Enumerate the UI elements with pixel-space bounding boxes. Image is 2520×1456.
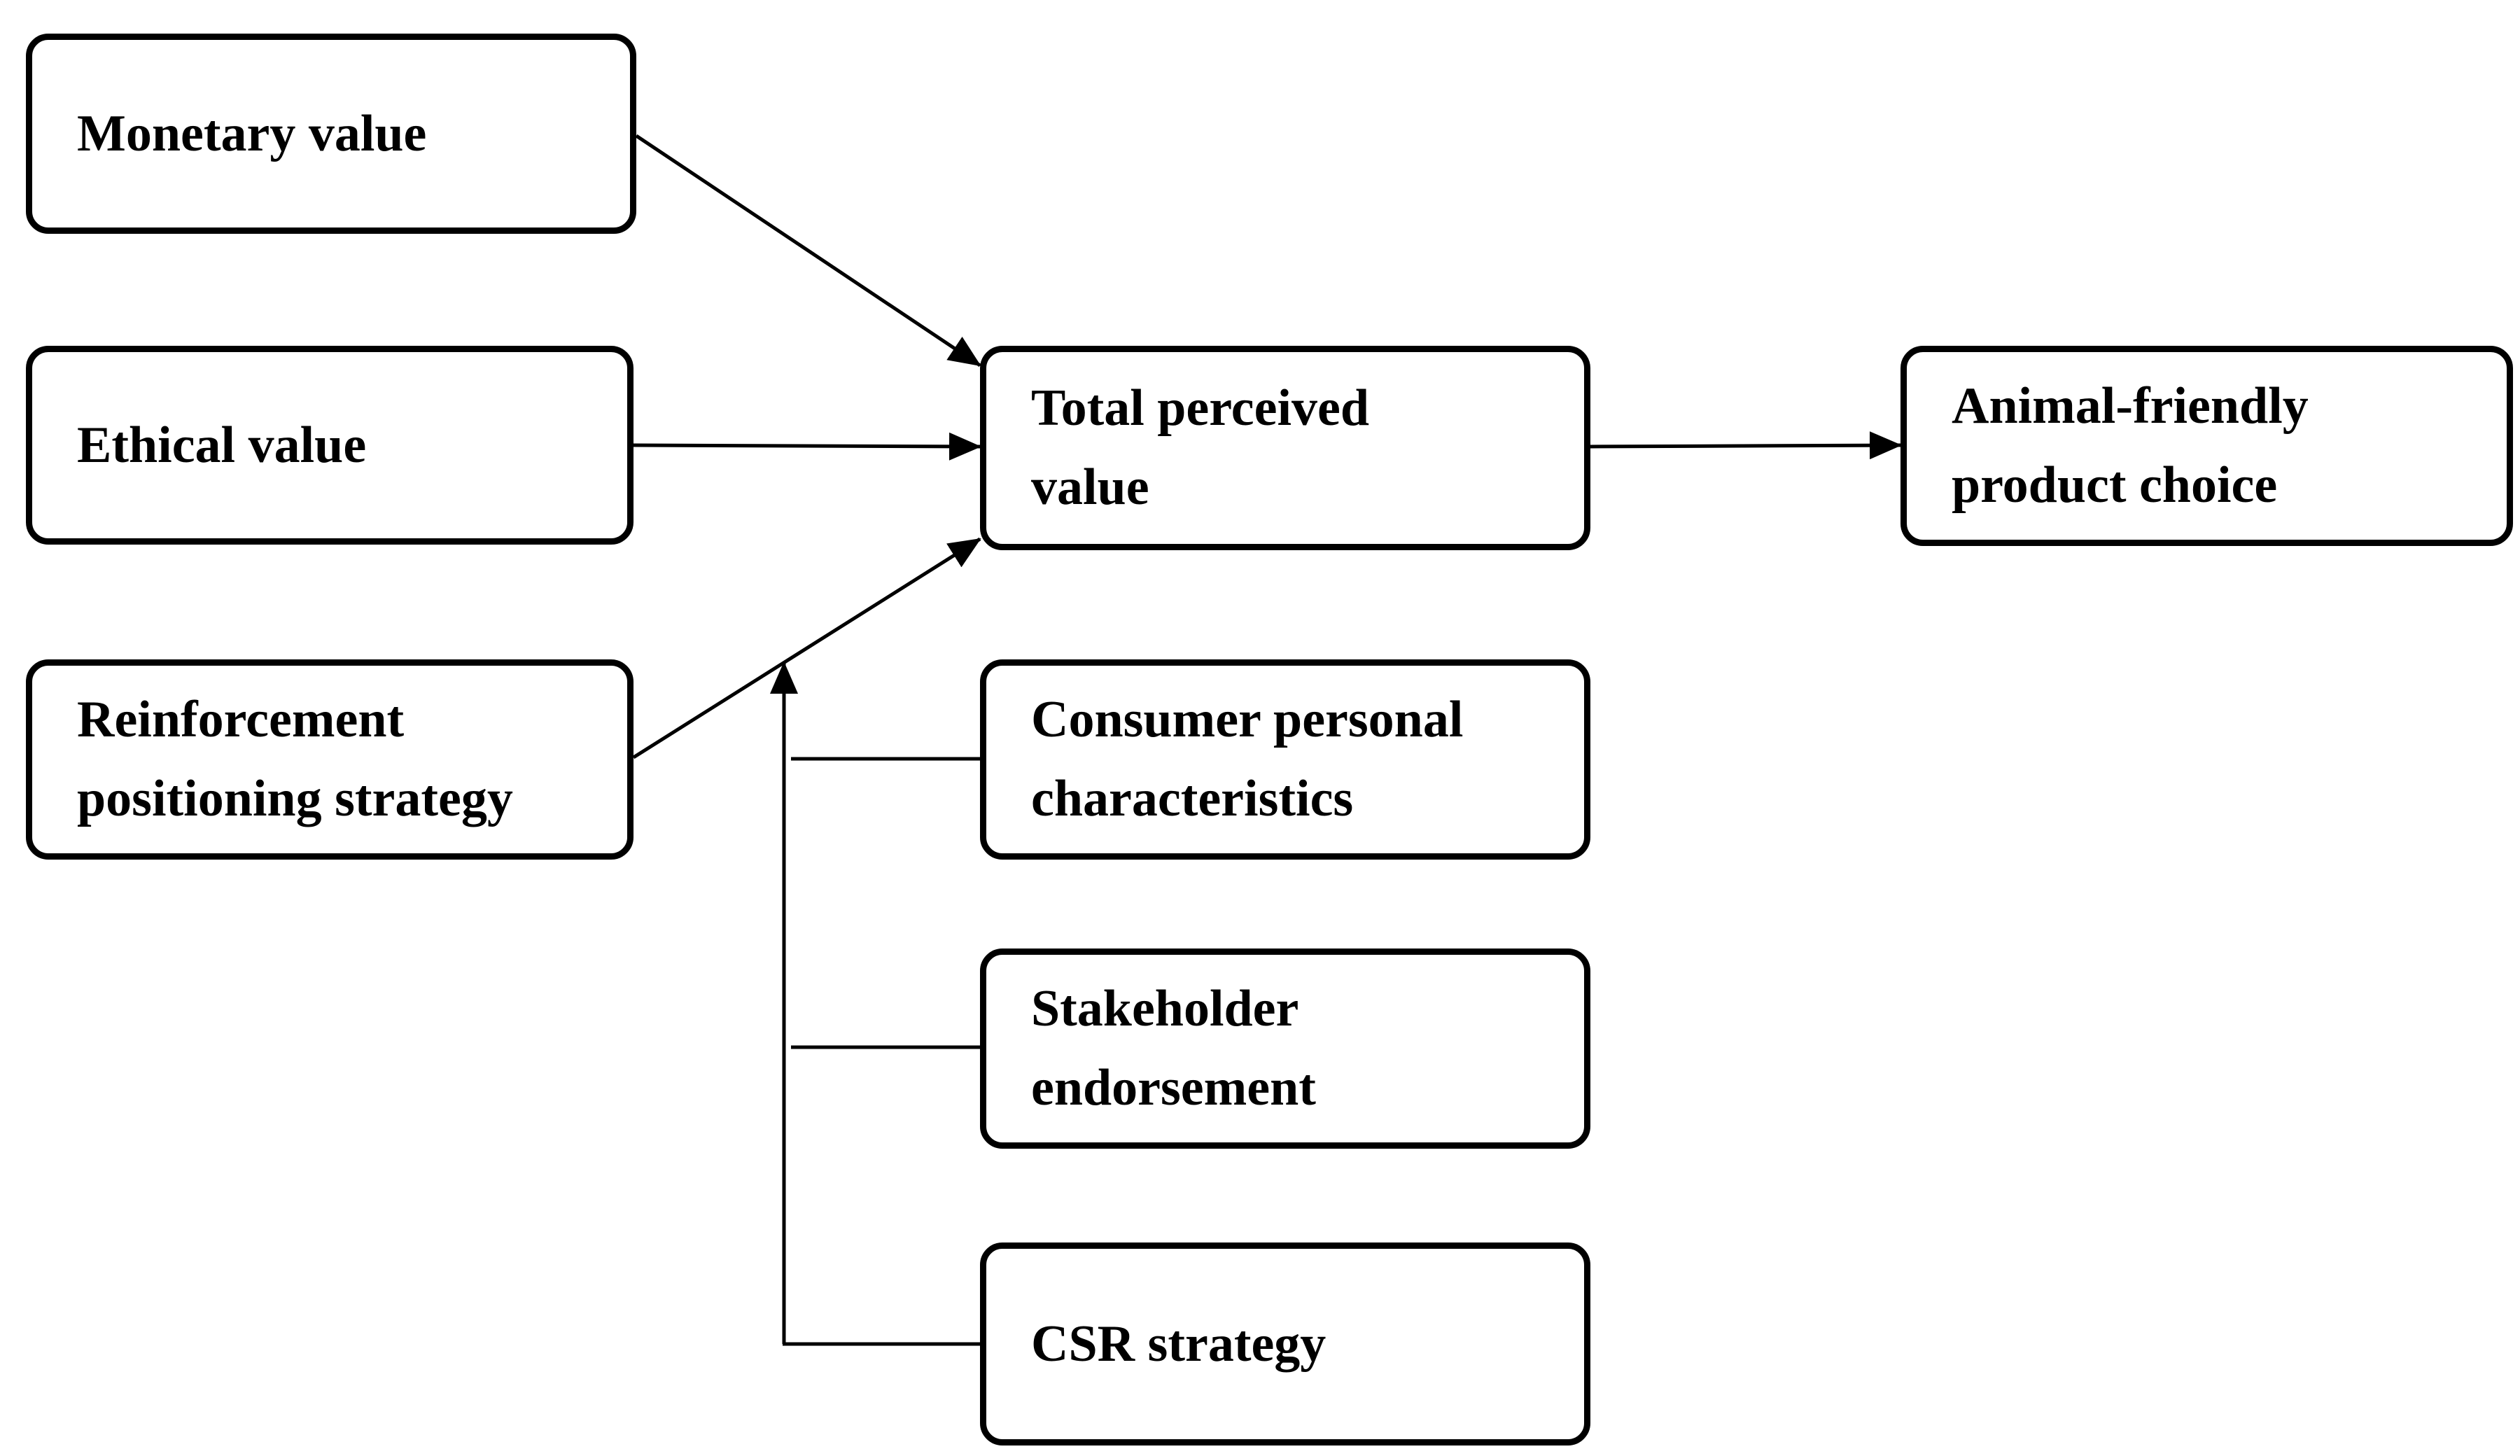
node-label: CSR strategy [1031,1315,1326,1373]
node-reinforcement-strategy: Reinforcement positioning strategy [26,659,634,860]
node-csr-strategy: CSR strategy [980,1242,1590,1446]
arrow-reinforcement-to-total [632,537,981,760]
node-label: Stakeholder endorsement [1031,980,1316,1116]
node-label: Consumer personal characteristics [1031,691,1464,827]
node-ethical-value: Ethical value [26,346,634,545]
node-label: Ethical value [77,416,367,474]
node-consumer-characteristics: Consumer personal characteristics [980,659,1590,860]
arrow-monetary-to-total [635,134,981,368]
node-label: Monetary value [77,104,427,162]
node-label: Reinforcement positioning strategy [77,691,513,827]
node-stakeholder-endorsement: Stakeholder endorsement [980,948,1590,1149]
node-monetary-value: Monetary value [26,34,636,234]
node-label: Total perceived value [1031,379,1370,516]
arrow-ethical-to-total [633,432,981,461]
arrow-total-to-animal [1590,431,1902,460]
node-total-perceived-value: Total perceived value [980,346,1590,550]
node-label: Animal-friendly product choice [1952,377,2309,514]
node-animal-friendly-choice: Animal-friendly product choice [1900,346,2513,546]
